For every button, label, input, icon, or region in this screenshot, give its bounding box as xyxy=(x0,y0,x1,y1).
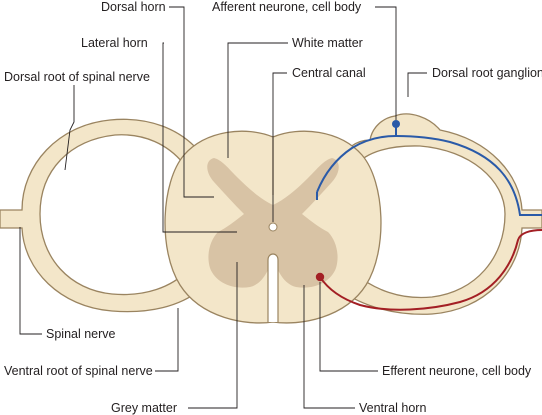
label-white-matter: White matter xyxy=(292,36,363,50)
efferent-cell-body xyxy=(315,272,325,282)
central-canal-circle xyxy=(268,222,278,232)
label-afferent-neurone: Afferent neurone, cell body xyxy=(212,0,362,14)
leader-ventral-horn xyxy=(303,285,355,409)
leader-ventral-root xyxy=(155,308,179,372)
leader-dorsal-root xyxy=(64,85,75,171)
leader-grey-matter xyxy=(188,262,238,409)
label-dorsal-horn: Dorsal horn xyxy=(101,0,166,14)
afferent-neurone-path xyxy=(316,134,542,216)
right-nerve-loop xyxy=(339,113,542,315)
leader-lateral-horn xyxy=(162,42,237,233)
label-ventral-root: Ventral root of spinal nerve xyxy=(4,364,153,378)
left-nerve-loop xyxy=(0,118,201,313)
label-dorsal-root-ganglion: Dorsal root ganglion xyxy=(432,66,542,80)
label-spinal-nerve: Spinal nerve xyxy=(46,327,116,341)
leader-efferent-neurone xyxy=(319,282,378,372)
leader-central-canal xyxy=(272,72,287,222)
leader-dorsal-root-ganglion xyxy=(407,72,427,97)
leader-white-matter xyxy=(227,42,288,158)
label-central-canal: Central canal xyxy=(292,66,366,80)
leader-spinal-nerve xyxy=(19,227,42,335)
label-grey-matter: Grey matter xyxy=(111,401,177,415)
label-dorsal-root: Dorsal root of spinal nerve xyxy=(4,70,150,84)
label-lateral-horn: Lateral horn xyxy=(81,36,148,50)
efferent-neurone-path xyxy=(319,229,542,311)
ventral-median-fissure xyxy=(267,253,279,322)
leader-afferent-neurone xyxy=(375,6,397,120)
label-efferent-neurone: Efferent neurone, cell body xyxy=(382,364,532,378)
label-ventral-horn: Ventral horn xyxy=(359,401,426,415)
leader-dorsal-horn xyxy=(169,6,214,198)
afferent-cell-body xyxy=(392,120,400,128)
